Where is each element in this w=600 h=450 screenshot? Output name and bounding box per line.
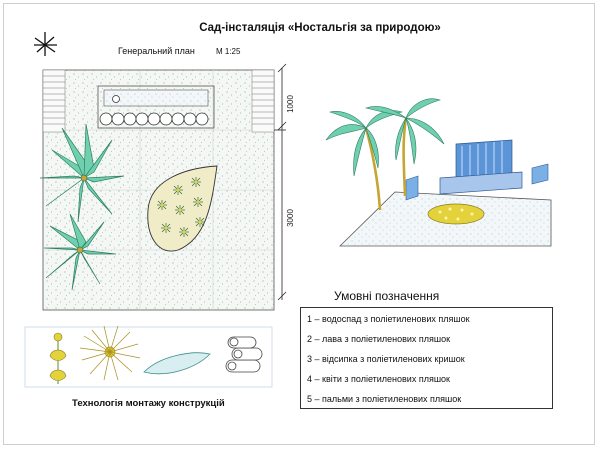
dimension-label-3000: 3000 xyxy=(286,209,295,227)
bottle-stack-detail xyxy=(225,336,263,373)
compass-star-icon xyxy=(34,32,57,56)
legend-item-flowers: 4 – квіти з поліетиленових пляшок xyxy=(307,374,450,384)
perspective-view xyxy=(325,98,552,247)
page-border xyxy=(3,3,595,445)
palms-perspective xyxy=(325,98,445,211)
left-hatched-strip xyxy=(42,69,66,133)
dimension-label-1000: 1000 xyxy=(286,95,295,113)
technology-illustrations xyxy=(24,325,273,388)
plan-label: Генеральний план xyxy=(118,46,195,56)
technology-title: Технологія монтажу конструкцій xyxy=(72,398,225,409)
right-hatched-strip xyxy=(251,69,275,133)
legend-item-waterfall: 1 – водоспад з поліетиленових пляшок xyxy=(307,314,470,324)
leaf-detail xyxy=(143,352,211,375)
legend-box: 1 – водоспад з поліетиленових пляшок 2 –… xyxy=(300,307,553,409)
dimension-line xyxy=(274,63,287,301)
palm-plan-top xyxy=(39,123,125,223)
bottle-flower-chain xyxy=(49,332,67,384)
waterfall-perspective xyxy=(405,139,549,201)
palm-crown-detail xyxy=(79,325,141,381)
palm-plan-bottom xyxy=(43,213,117,291)
bench-plan xyxy=(97,85,215,129)
legend-item-palms: 5 – пальми з поліетиленових пляшок xyxy=(307,394,462,404)
site-plan xyxy=(39,63,287,311)
legend-item-bench: 2 – лава з поліетиленових пляшок xyxy=(307,334,451,344)
flower-bed-perspective xyxy=(427,203,485,225)
flower-bed-plan xyxy=(147,165,218,252)
page-title: Сад-інсталяція «Ностальгія за природою» xyxy=(199,22,441,34)
scale-label: М 1:25 xyxy=(216,47,241,56)
legend-title: Умовні позначення xyxy=(334,289,440,303)
legend-item-gravel: 3 – відсипка з поліетиленових кришок xyxy=(307,354,465,364)
